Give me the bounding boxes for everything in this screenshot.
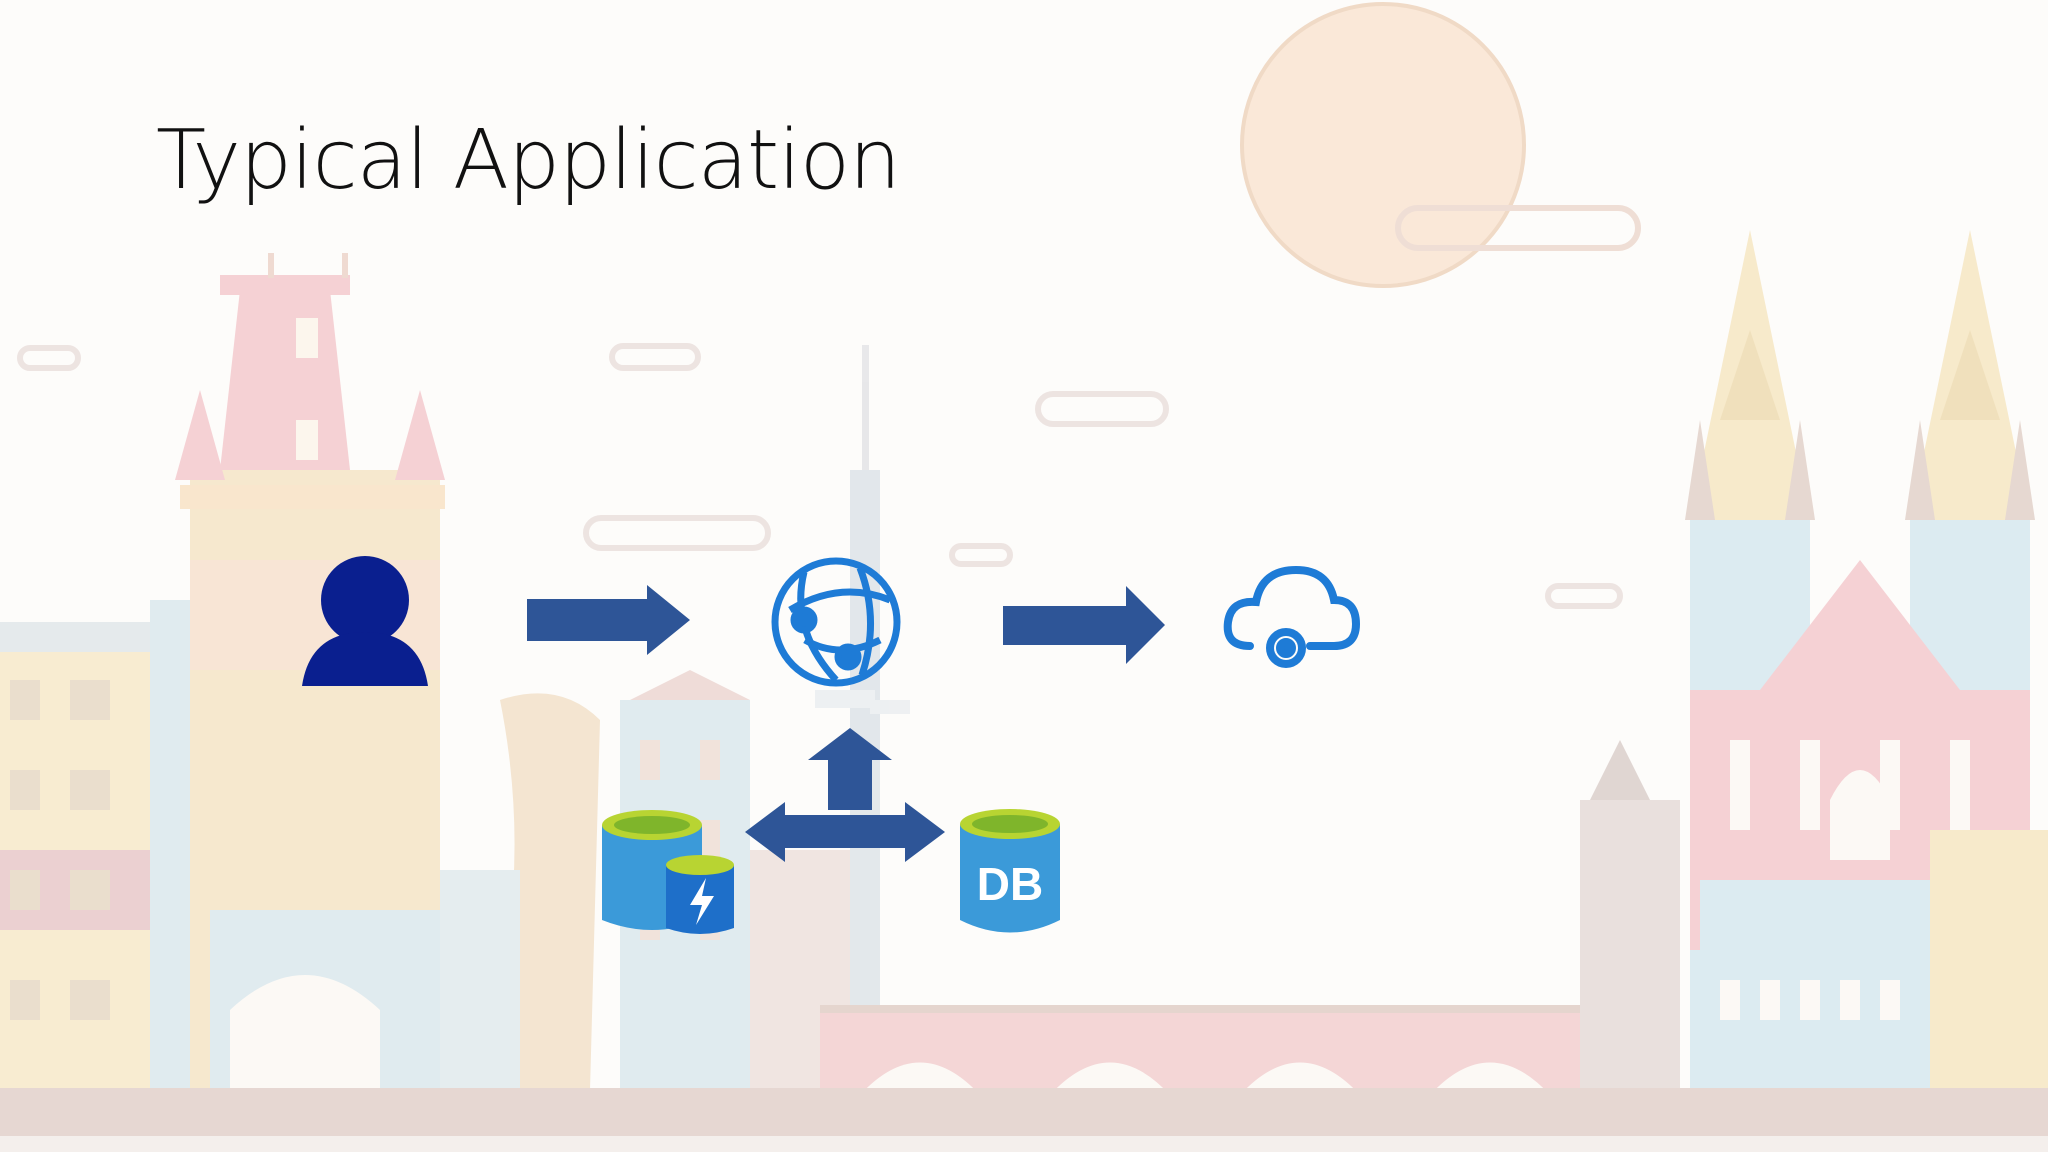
sql-database-icon: DB [960,809,1060,933]
database-label: DB [977,858,1043,910]
redis-cache-icon [602,810,734,934]
cloud-outlines [17,205,1641,609]
arrow-webapp-to-cloud [1003,586,1165,664]
sun-shape [1240,2,1526,288]
ground [0,1088,2048,1136]
web-app-globe-icon [771,557,901,687]
slide-title: Typical Application [156,113,901,208]
arrow-user-to-webapp [527,585,690,655]
cloud-service-icon [1223,565,1361,668]
user-icon [302,556,428,686]
arrow-web-app-data-connections [745,728,945,862]
tyn-church [1580,230,2048,1090]
bridge [820,1005,1620,1095]
